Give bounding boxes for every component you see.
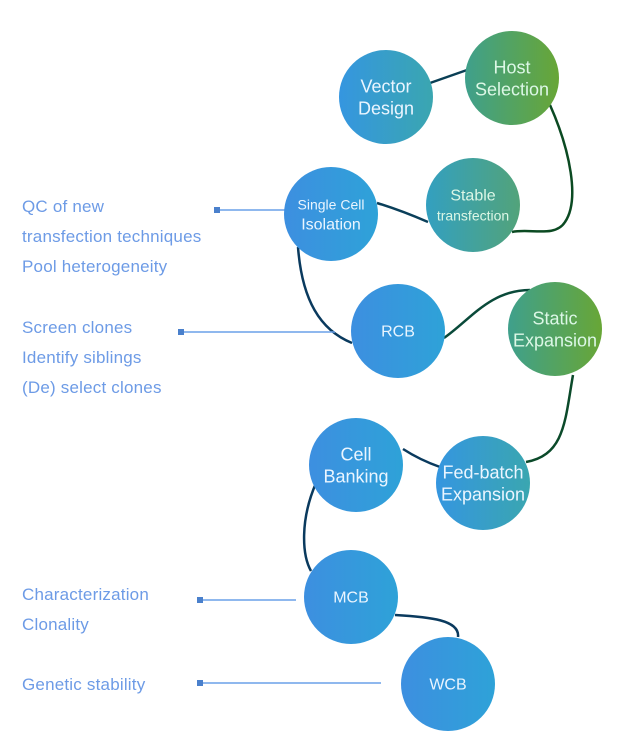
node-circle <box>465 31 559 125</box>
annotation-wcb: Genetic stability <box>22 670 145 700</box>
node-stable-transfection: Stable transfection <box>426 158 520 252</box>
node-label: WCB <box>429 677 466 694</box>
node-circle <box>284 167 378 261</box>
annotation-rcb: Screen clones Identify siblings (De) sel… <box>22 313 162 403</box>
node-label: Banking <box>323 466 388 486</box>
annotation-leaders <box>178 207 381 686</box>
node-circle <box>309 418 403 512</box>
node-label: RCB <box>381 324 415 341</box>
node-label: Design <box>358 98 414 118</box>
annotation-line: Screen clones <box>22 318 133 337</box>
node-label: Fed-batch <box>442 462 523 482</box>
annotation-line: Identify siblings <box>22 348 142 367</box>
node-label: Vector <box>360 76 411 96</box>
annotation-line: transfection techniques <box>22 227 202 246</box>
connector-cellbanking-mcb <box>302 482 318 572</box>
node-label: Static <box>532 308 577 328</box>
annotation-line: Characterization <box>22 585 149 604</box>
connector-static-fedbatch <box>525 374 575 464</box>
node-label: Host <box>493 57 530 77</box>
annotation-marker <box>214 207 220 213</box>
node-label: Expansion <box>441 484 525 504</box>
annotation-marker <box>197 597 203 603</box>
annotation-mcb: Characterization Clonality <box>22 580 149 640</box>
connector-rcb-static <box>443 288 531 340</box>
node-circle <box>436 436 530 530</box>
connector-single-rcb <box>296 246 353 345</box>
connector-stable-single <box>376 201 429 224</box>
node-circle <box>304 550 398 644</box>
annotation-line: Pool heterogeneity <box>22 257 168 276</box>
node-circle <box>401 637 495 731</box>
node-label: Single Cell <box>298 197 365 213</box>
annotation-marker <box>178 329 184 335</box>
connector-fedbatch-cellbanking <box>402 447 441 469</box>
annotation-line: Clonality <box>22 615 89 634</box>
node-label: Stable <box>450 188 495 205</box>
node-label: transfection <box>437 208 509 224</box>
node-wcb: WCB <box>401 637 495 731</box>
node-label: MCB <box>333 590 369 607</box>
node-rcb: RCB <box>351 284 445 378</box>
annotation-line: Genetic stability <box>22 675 146 694</box>
connector-vector-host <box>429 68 468 85</box>
node-label: Expansion <box>513 330 597 350</box>
node-circle <box>508 282 602 376</box>
connector-host-stable <box>511 104 574 234</box>
annotation-line: (De) select clones <box>22 378 162 397</box>
connectors <box>296 68 575 638</box>
node-label: Selection <box>475 79 549 99</box>
node-label: Isolation <box>301 217 361 234</box>
annotation-line: QC of new <box>22 197 105 216</box>
node-circle <box>339 50 433 144</box>
node-circle <box>351 284 445 378</box>
node-mcb: MCB <box>304 550 398 644</box>
annotation-single-cell-isolation: QC of new transfection techniques Pool h… <box>22 192 201 282</box>
node-circle <box>426 158 520 252</box>
annotation-marker <box>197 680 203 686</box>
node-label: Cell <box>340 444 371 464</box>
connector-mcb-wcb <box>394 613 460 638</box>
